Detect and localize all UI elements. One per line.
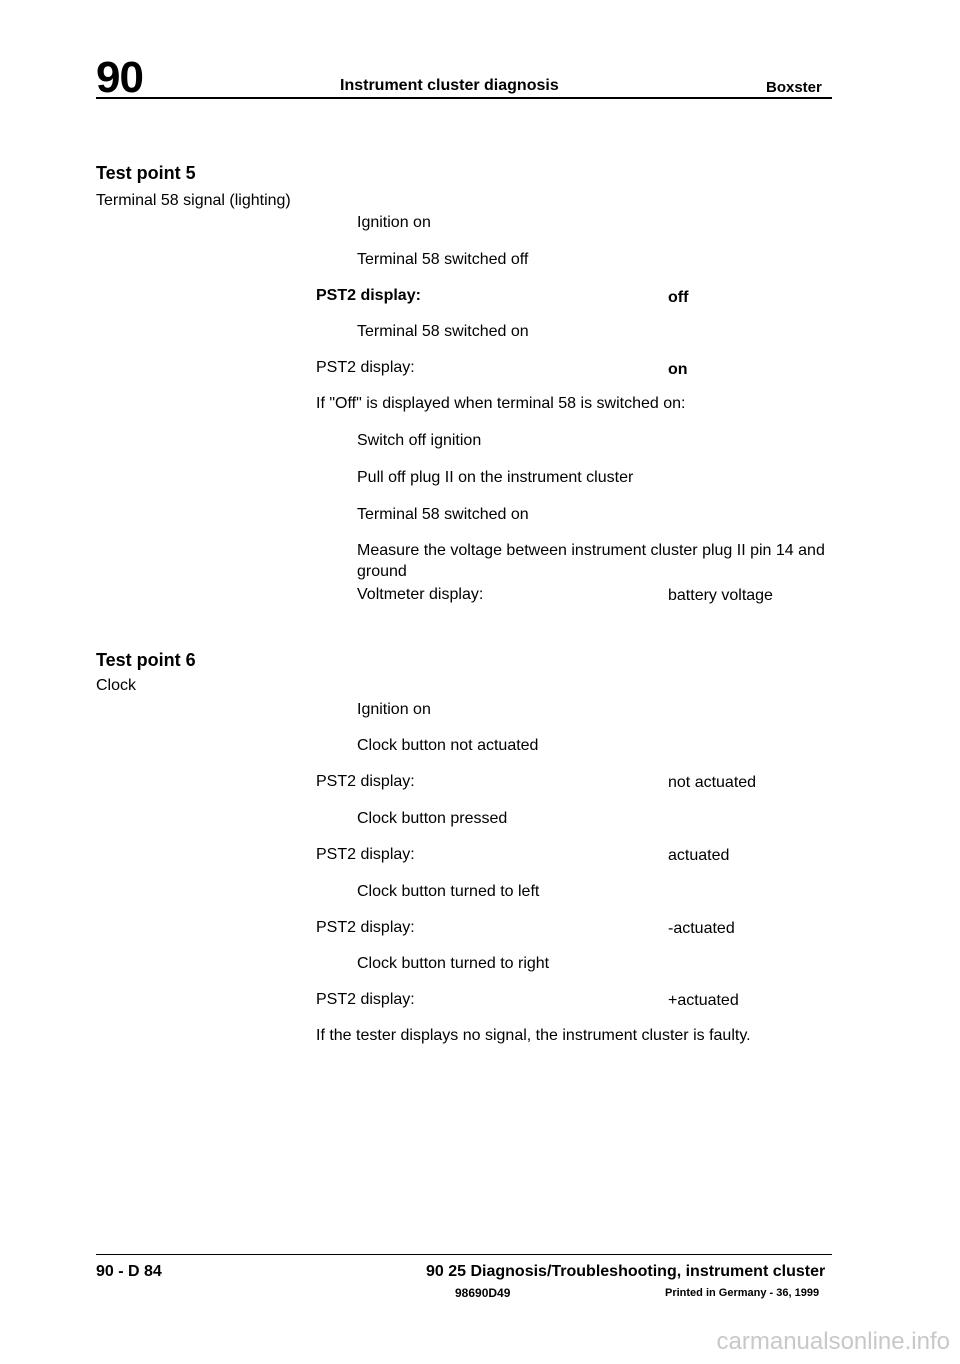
pst2-display-label: PST2 display: [316, 773, 415, 790]
pst2-display-label: PST2 display: [316, 991, 415, 1008]
step-ignition-on: Ignition on [357, 214, 431, 231]
test-point-5-subtitle: Terminal 58 signal (lighting) [96, 192, 291, 209]
step-clock-turned-right: Clock button turned to right [357, 955, 550, 972]
step-pull-off-plug: Pull off plug II on the instrument clust… [357, 469, 634, 486]
step-terminal-58-on: Terminal 58 switched on [357, 323, 529, 340]
pst2-display-value: +actuated [668, 992, 739, 1009]
footer-printed: Printed in Germany - 36, 1999 [665, 1287, 820, 1299]
step-clock-turned-left: Clock button turned to left [357, 883, 540, 900]
pst2-display-label: PST2 display: [316, 846, 415, 863]
step-measure-voltage-cont: ground [357, 563, 407, 580]
step-terminal-58-off: Terminal 58 switched off [357, 251, 529, 268]
footer-page-number: 90 - D 84 [96, 1263, 162, 1280]
pst2-display-value: -actuated [668, 920, 735, 937]
header-title: Instrument cluster diagnosis [340, 77, 559, 94]
condition-note: If "Off" is displayed when terminal 58 i… [316, 395, 686, 412]
test-point-5-title: Test point 5 [96, 163, 196, 183]
header-rule [96, 97, 832, 99]
chapter-number: 90 [96, 53, 144, 102]
voltmeter-display-value: battery voltage [668, 587, 773, 604]
step-clock-not-actuated: Clock button not actuated [357, 737, 539, 754]
header-model: Boxster [766, 79, 822, 96]
step-measure-voltage: Measure the voltage between instrument c… [357, 542, 825, 559]
step-clock-pressed: Clock button pressed [357, 810, 508, 827]
pst2-display-label: PST2 display: [316, 287, 421, 304]
voltmeter-display-label: Voltmeter display: [357, 586, 484, 603]
pst2-display-label: PST2 display: [316, 919, 415, 936]
pst2-display-value: not actuated [668, 774, 757, 791]
footer-doc-code: 98690D49 [455, 1286, 511, 1300]
test-point-6-subtitle: Clock [96, 677, 137, 694]
footer-rule [96, 1254, 832, 1255]
step-terminal-58-on: Terminal 58 switched on [357, 506, 529, 523]
step-switch-off-ignition: Switch off ignition [357, 432, 482, 449]
watermark-text: carmanualsonline.info [716, 1328, 950, 1355]
pst2-display-value: actuated [668, 847, 730, 864]
step-ignition-on: Ignition on [357, 701, 431, 718]
fault-conclusion: If the tester displays no signal, the in… [316, 1027, 751, 1044]
pst2-display-label: PST2 display: [316, 359, 415, 376]
pst2-display-value: on [668, 361, 688, 378]
pst2-display-value: off [668, 289, 689, 306]
watermark: carmanualsonline.info [0, 1328, 960, 1356]
test-point-6-title: Test point 6 [96, 650, 196, 670]
footer-title: 90 25 Diagnosis/Troubleshooting, instrum… [426, 1263, 826, 1280]
